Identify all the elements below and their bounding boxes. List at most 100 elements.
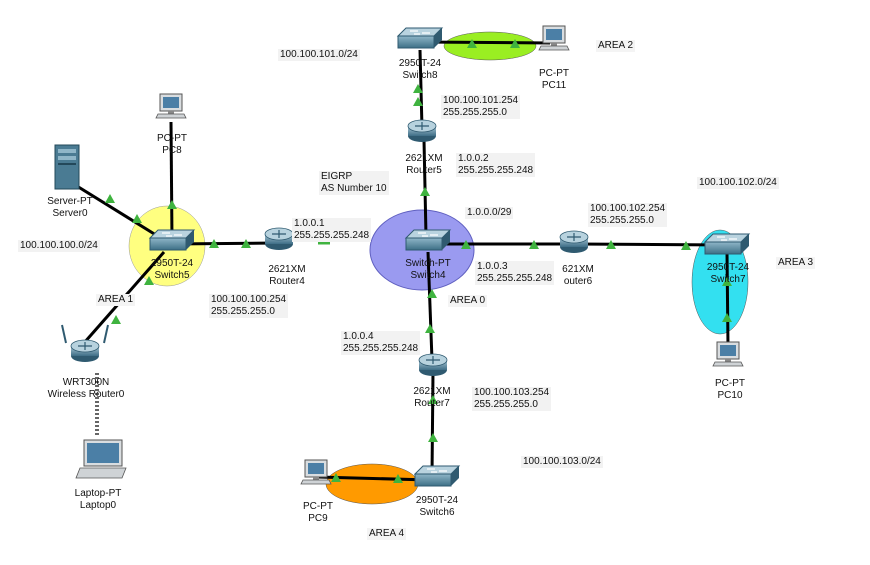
- router6-wan-note: 1.0.0.3 255.255.255.248: [475, 261, 555, 285]
- area-3-label: AREA 3: [776, 257, 816, 269]
- router4-icon[interactable]: [264, 227, 294, 251]
- link-status-arrow: [167, 200, 177, 209]
- switch6-icon[interactable]: [414, 465, 460, 487]
- switch4-icon[interactable]: [405, 229, 451, 251]
- switch5-type: 2950T-24: [150, 258, 194, 269]
- link-switch4-router7: [426, 251, 434, 361]
- pc8-name: PC8: [162, 145, 182, 156]
- area-4-label: AREA 4: [367, 528, 407, 540]
- area-3-zone: [691, 229, 749, 335]
- router5-type: 2621XM: [405, 153, 443, 164]
- router5-icon[interactable]: [407, 119, 437, 143]
- router7-icon[interactable]: [418, 353, 448, 377]
- switch6-type: 2950T-24: [415, 495, 459, 506]
- switch8-name: Switch8: [402, 70, 438, 81]
- link-server0-switch5: [71, 181, 165, 242]
- router4-name: Router4: [269, 276, 305, 287]
- laptop-icon[interactable]: [75, 439, 127, 479]
- pc10-type: PC-PT: [715, 378, 745, 389]
- router4-wan-note: 1.0.0.1 255.255.255.248: [292, 218, 372, 242]
- link-status-arrow: [428, 433, 438, 442]
- server0-name: Server0: [52, 208, 88, 219]
- pc8-type: PC-PT: [157, 133, 187, 144]
- link-router6-switch7: [575, 242, 727, 247]
- wireless-router-icon[interactable]: [61, 324, 109, 363]
- area-2-zone: [443, 31, 537, 61]
- pc11-icon[interactable]: [538, 25, 570, 51]
- wrt-name: Wireless Router0: [47, 389, 125, 400]
- network-103-note: 100.100.103.0/24: [521, 456, 603, 468]
- server0-type: Server-PT: [47, 196, 93, 207]
- pc9-icon[interactable]: [300, 459, 332, 485]
- router6-lan-note: 100.100.102.254 255.255.255.0: [588, 203, 668, 227]
- router6-name: outer6: [563, 276, 593, 287]
- network-102-note: 100.100.102.0/24: [697, 177, 779, 189]
- router7-type: 2621XM: [413, 386, 451, 397]
- router4-type: 2621XM: [268, 264, 306, 275]
- link-switch8-router5: [418, 49, 424, 129]
- area-2-label: AREA 2: [596, 40, 636, 52]
- server0-icon[interactable]: [54, 144, 80, 190]
- laptop-type: Laptop-PT: [74, 488, 122, 499]
- router6-icon[interactable]: [559, 230, 589, 254]
- router7-name: Router7: [414, 398, 450, 409]
- pc8-icon[interactable]: [155, 93, 187, 119]
- switch4-name: Switch4: [410, 270, 446, 281]
- area-4-zone: [325, 463, 419, 505]
- pc9-name: PC9: [308, 513, 328, 524]
- router7-wan-note: 1.0.0.4 255.255.255.248: [341, 331, 421, 355]
- switch7-type: 2950T-24: [706, 262, 750, 273]
- laptop-name: Laptop0: [79, 500, 117, 511]
- link-status-arrow: [420, 187, 430, 196]
- network-100-note: 100.100.100.0/24: [18, 240, 100, 252]
- link-switch7-pc10: [725, 251, 730, 347]
- network-101-note: 100.100.101.0/24: [278, 49, 360, 61]
- router4-lan-note: 100.100.100.254 255.255.255.0: [209, 294, 289, 318]
- link-status-arrow: [105, 194, 115, 203]
- switch6-name: Switch6: [419, 507, 455, 518]
- pc9-type: PC-PT: [303, 501, 333, 512]
- router5-name: Router5: [406, 165, 442, 176]
- pc10-name: PC10: [717, 390, 743, 401]
- switch7-name: Switch7: [710, 274, 746, 285]
- area-1-label: AREA 1: [96, 294, 136, 306]
- switch8-type: 2950T-24: [398, 58, 442, 69]
- link-pc8-switch5: [169, 121, 174, 241]
- eigrp-note: EIGRP AS Number 10: [319, 171, 389, 195]
- wrt-type: WRT300N: [62, 377, 110, 388]
- pc10-icon[interactable]: [712, 341, 744, 367]
- link-status-arrow: [425, 324, 435, 333]
- switch5-name: Switch5: [154, 270, 190, 281]
- router7-lan-note: 100.100.103.254 255.255.255.0: [472, 387, 552, 411]
- pc11-type: PC-PT: [539, 68, 569, 79]
- switch7-icon[interactable]: [704, 233, 750, 255]
- link-status-arrow: [111, 315, 121, 324]
- switch8-icon[interactable]: [397, 27, 443, 49]
- router5-wan-note: 1.0.0.2 255.255.255.248: [456, 153, 536, 177]
- router6-type: 621XM: [562, 264, 594, 275]
- pc11-name: PC11: [541, 80, 567, 91]
- link-switch8-pc11: [419, 40, 551, 45]
- switch5-icon[interactable]: [149, 229, 195, 251]
- core-network-note: 1.0.0.0/29: [465, 207, 514, 219]
- link-router7-switch6: [430, 371, 435, 477]
- router5-lan-note: 100.100.101.254 255.255.255.0: [441, 95, 521, 119]
